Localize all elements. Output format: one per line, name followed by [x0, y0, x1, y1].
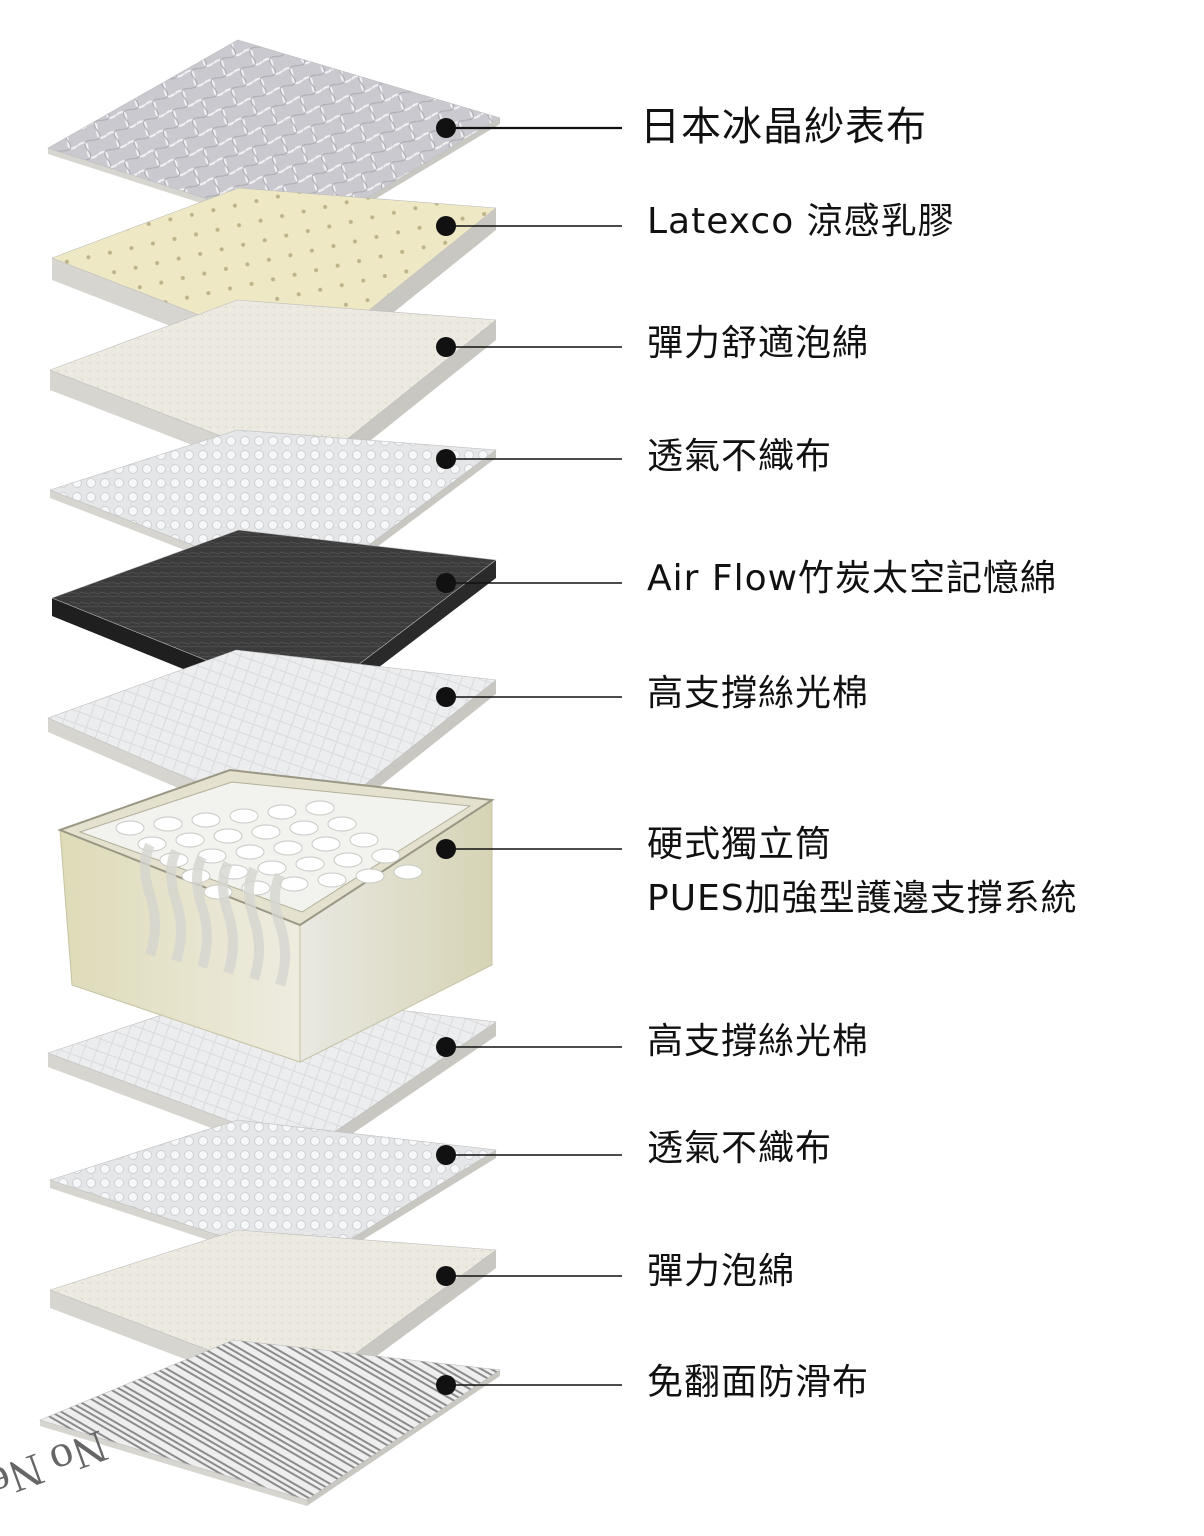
spring-coil — [213, 828, 243, 844]
slab-side-right — [307, 1022, 496, 1164]
layer-slab-l11: No Need — [0, 1339, 501, 1525]
leader-dot-l5 — [436, 573, 456, 593]
leader-dot-l6 — [436, 687, 456, 707]
spring-coil — [267, 804, 297, 820]
spring-coil — [229, 808, 259, 824]
layer-slab-l7 — [57, 768, 495, 1063]
spring-coil — [251, 824, 281, 840]
label-l8: 高支撐絲光棉 — [647, 1021, 870, 1062]
spring-coil — [349, 832, 379, 848]
leader-dot-l11 — [436, 1375, 456, 1395]
spring-coil — [235, 844, 265, 860]
leader-dot-l8 — [436, 1037, 456, 1057]
spring-coil — [311, 836, 341, 852]
leader-dot-l9 — [436, 1145, 456, 1165]
spring-pocket — [218, 860, 238, 975]
leader-dot-l4 — [436, 449, 456, 469]
antislip-print-text: No Need — [0, 1421, 114, 1525]
label-l4: 透氣不織布 — [647, 436, 833, 477]
spring-coil — [371, 848, 401, 864]
spring-coil — [355, 868, 385, 884]
spring-coil — [153, 816, 183, 832]
spring-pocket — [140, 842, 160, 957]
label-l5: Air Flow竹炭太空記憶綿 — [647, 558, 1058, 599]
spring-coil — [333, 852, 363, 868]
label-l2: Latexco 涼感乳膠 — [647, 201, 955, 242]
spring-coil — [115, 820, 145, 836]
spring-coil — [305, 800, 335, 816]
slab-side-right — [306, 1370, 500, 1506]
spring-coil — [257, 860, 287, 876]
spring-pocket — [192, 854, 212, 969]
spring-coil — [279, 876, 309, 892]
label-l7-line2: PUES加強型護邊支撐系統 — [647, 878, 1078, 919]
spring-coil — [273, 840, 303, 856]
leader-dot-l7 — [436, 839, 456, 859]
leader-dot-l3 — [436, 337, 456, 357]
label-l7: 硬式獨立筒 PUES加強型護邊支撐系統 — [647, 818, 1078, 926]
spring-coil — [295, 856, 325, 872]
label-l6: 高支撐絲光棉 — [647, 673, 870, 714]
slab-side-left — [40, 1420, 307, 1506]
spring-coil — [191, 812, 221, 828]
spring-coil — [175, 832, 205, 848]
spring-pocket — [270, 872, 290, 987]
spring-coil — [289, 820, 319, 836]
spring-coil — [327, 816, 357, 832]
spring-pocket — [166, 848, 186, 963]
label-l7-line1: 硬式獨立筒 — [647, 824, 833, 865]
slab-top — [39, 1339, 501, 1501]
leader-dot-l1 — [436, 118, 456, 138]
leader-dot-l10 — [436, 1266, 456, 1286]
leader-dot-l2 — [436, 216, 456, 236]
label-l9: 透氣不織布 — [647, 1128, 833, 1169]
spring-coil — [317, 872, 347, 888]
label-l10: 彈力泡綿 — [647, 1251, 796, 1292]
spring-pocket — [244, 866, 264, 981]
spring-coil — [393, 864, 423, 880]
label-l1: 日本冰晶紗表布 — [640, 104, 927, 150]
label-l3: 彈力舒適泡綿 — [647, 323, 870, 364]
label-l11: 免翻面防滑布 — [647, 1362, 870, 1403]
